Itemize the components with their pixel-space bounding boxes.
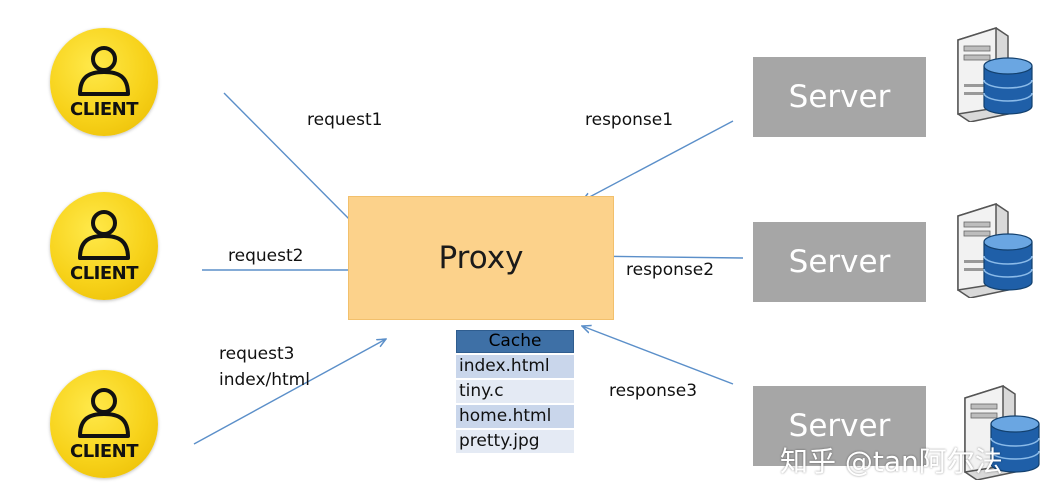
person-icon [78, 46, 130, 96]
response3-label: response3 [609, 381, 698, 401]
client-label: CLIENT [69, 441, 139, 462]
server-label: Server [788, 244, 891, 280]
server-database-icon [957, 26, 1033, 122]
proxy-box: Proxy [348, 196, 614, 320]
server-database-icon [957, 202, 1033, 298]
client-3: CLIENT [50, 370, 158, 478]
response2-label: response2 [626, 260, 715, 280]
cache-table: Cache index.html tiny.c home.html pretty… [456, 330, 574, 453]
request1-label: request1 [307, 110, 383, 130]
client-label: CLIENT [69, 263, 139, 284]
request2-label: request2 [228, 246, 304, 266]
response3-arrow [582, 326, 734, 385]
client-1: CLIENT [50, 28, 158, 136]
proxy-label: Proxy [438, 240, 524, 276]
request3-path-label: index/html [219, 370, 310, 390]
server-label: Server [788, 79, 891, 115]
server-2: Server [753, 222, 926, 302]
request3-arrow [193, 339, 386, 445]
client-2: CLIENT [50, 192, 158, 300]
cache-header: Cache [456, 330, 574, 353]
response1-label: response1 [585, 110, 674, 130]
server-3: Server [753, 386, 926, 466]
person-icon [78, 388, 130, 438]
cache-row: pretty.jpg [456, 430, 574, 453]
server-database-icon [964, 384, 1040, 480]
cache-row: home.html [456, 405, 574, 428]
client-label: CLIENT [69, 99, 139, 120]
person-icon [78, 210, 130, 260]
cache-row: tiny.c [456, 380, 574, 403]
server-1: Server [753, 57, 926, 137]
server-label: Server [788, 408, 891, 444]
request1-arrow [223, 92, 358, 228]
cache-row: index.html [456, 355, 574, 378]
response1-arrow [582, 120, 734, 201]
request3-label: request3 [219, 344, 295, 364]
watermark-text: 知乎 @tan阿尔法 [780, 445, 1003, 478]
